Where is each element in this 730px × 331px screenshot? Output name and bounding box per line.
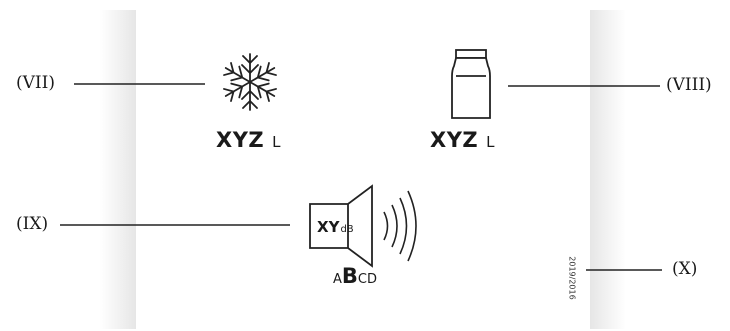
noise-value-number: XY xyxy=(317,218,340,236)
panel-shadow-right xyxy=(590,10,626,329)
panel-shadow-left xyxy=(100,10,136,329)
freezer-volume-unit: L xyxy=(272,133,281,151)
noise-class-a: A xyxy=(333,272,342,287)
noise-class-active: B xyxy=(341,264,358,288)
label-panel xyxy=(136,10,590,329)
snowflake-icon xyxy=(220,53,280,111)
callout-viii: (VIII) xyxy=(666,75,712,95)
regulation-number: 2019/2016 xyxy=(567,256,577,300)
fridge-volume: XYZ L xyxy=(430,128,495,152)
freezer-volume: XYZ L xyxy=(216,128,281,152)
noise-unit: dB xyxy=(340,224,354,235)
milk-carton-icon xyxy=(451,49,491,119)
callout-ix: (IX) xyxy=(16,214,49,234)
speaker-icon xyxy=(309,184,373,268)
fridge-volume-unit: L xyxy=(486,133,495,151)
fridge-volume-value: XYZ xyxy=(430,128,479,152)
callout-vii: (VII) xyxy=(16,73,55,93)
freezer-volume-value: XYZ xyxy=(216,128,265,152)
noise-class-scale: ABCD xyxy=(333,264,377,288)
callout-x: (X) xyxy=(672,259,698,279)
noise-class-rest: CD xyxy=(357,272,378,287)
sound-waves-icon xyxy=(383,190,417,262)
noise-value: XYdB xyxy=(317,218,354,236)
